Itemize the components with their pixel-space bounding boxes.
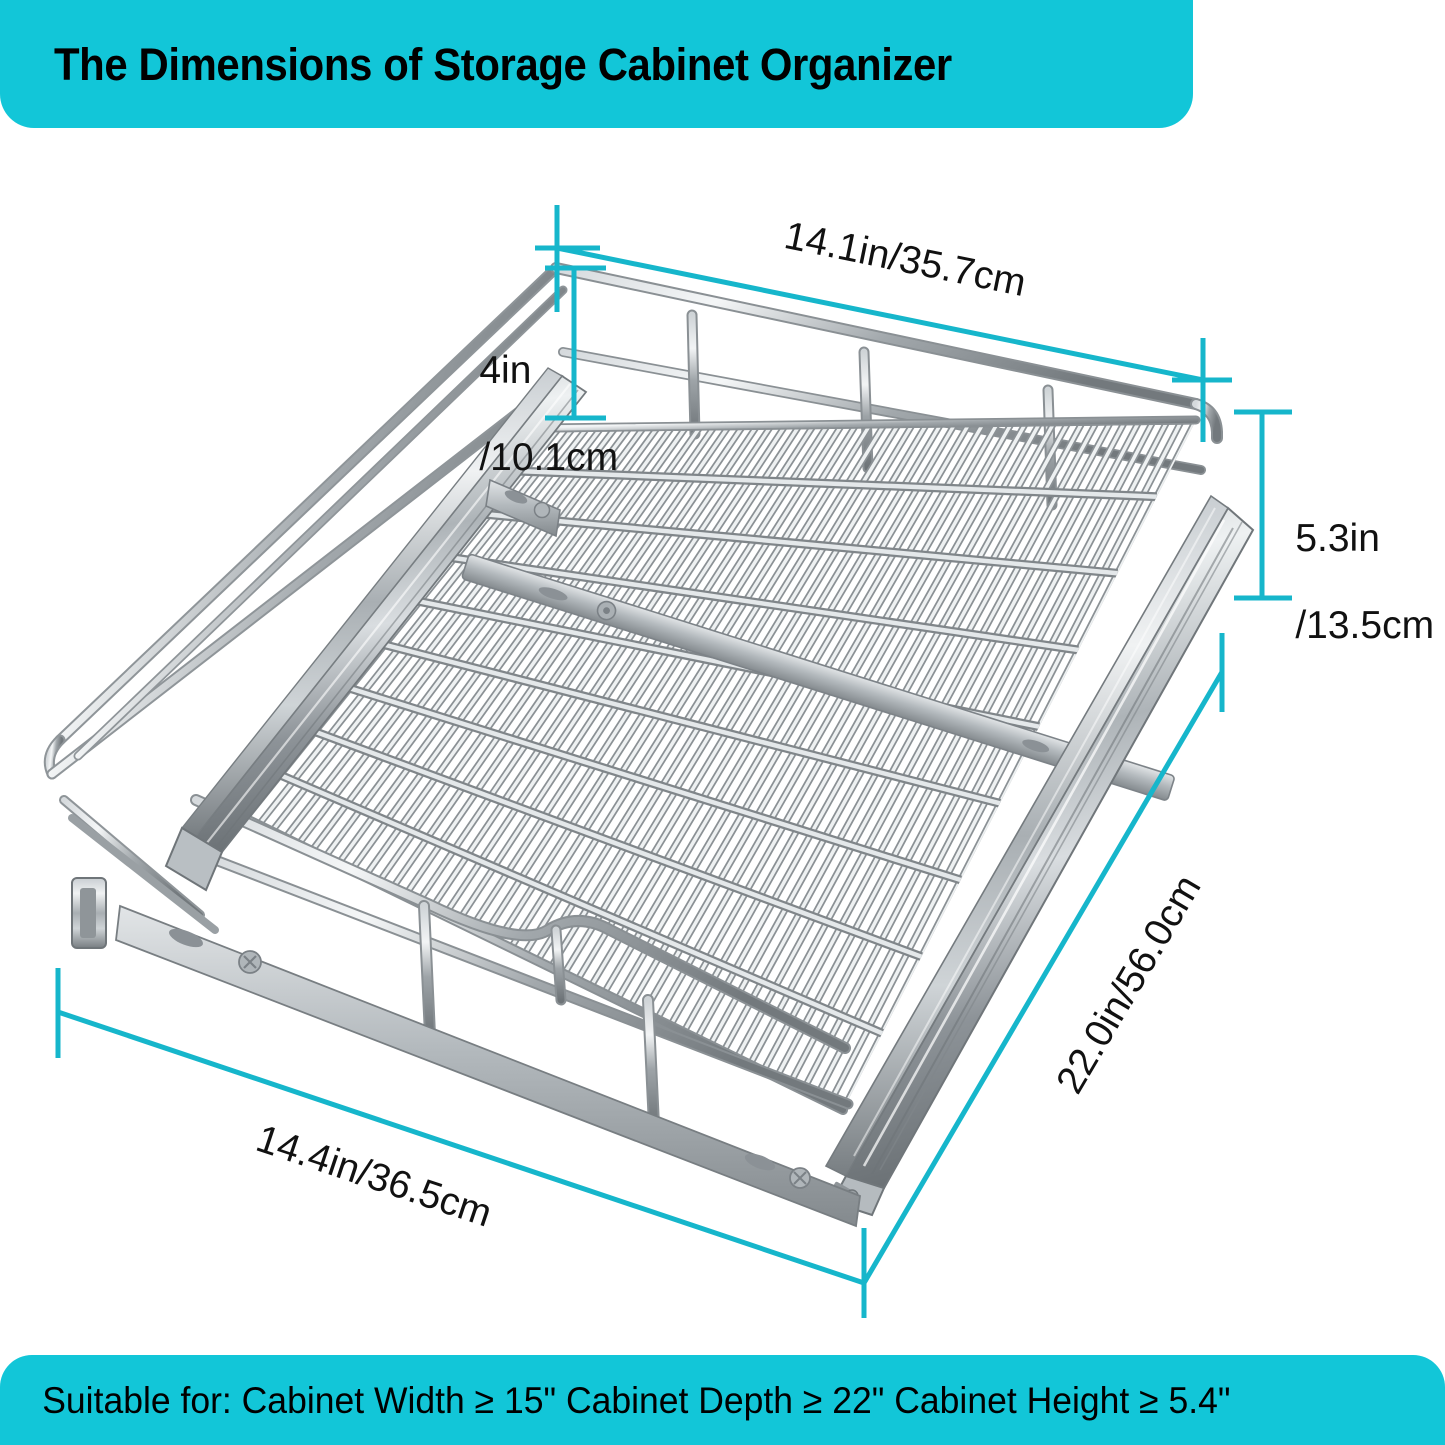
rear-mounting-bracket (485, 478, 561, 538)
dim-label-overall-height-line2: /13.5cm (1295, 604, 1435, 648)
left-side-wall (43, 262, 568, 934)
dim-label-basket-height-line2: /10.1cm (479, 436, 619, 480)
dim-label-overall-height: 5.3in /13.5cm (1252, 473, 1434, 691)
dim-label-overall-height-line1: 5.3in (1295, 516, 1380, 560)
footer-banner: Suitable for: Cabinet Width ≥ 15" Cabine… (0, 1355, 1445, 1445)
mesh-floor (232, 420, 1196, 1110)
dim-label-basket-height: 4in /10.1cm (436, 305, 618, 523)
dim-label-basket-height-line1: 4in (479, 348, 532, 392)
header-banner: The Dimensions of Storage Cabinet Organi… (0, 0, 1193, 128)
compatibility-note: Suitable for: Cabinet Width ≥ 15" Cabine… (42, 1379, 1231, 1421)
page-title: The Dimensions of Storage Cabinet Organi… (53, 38, 952, 90)
